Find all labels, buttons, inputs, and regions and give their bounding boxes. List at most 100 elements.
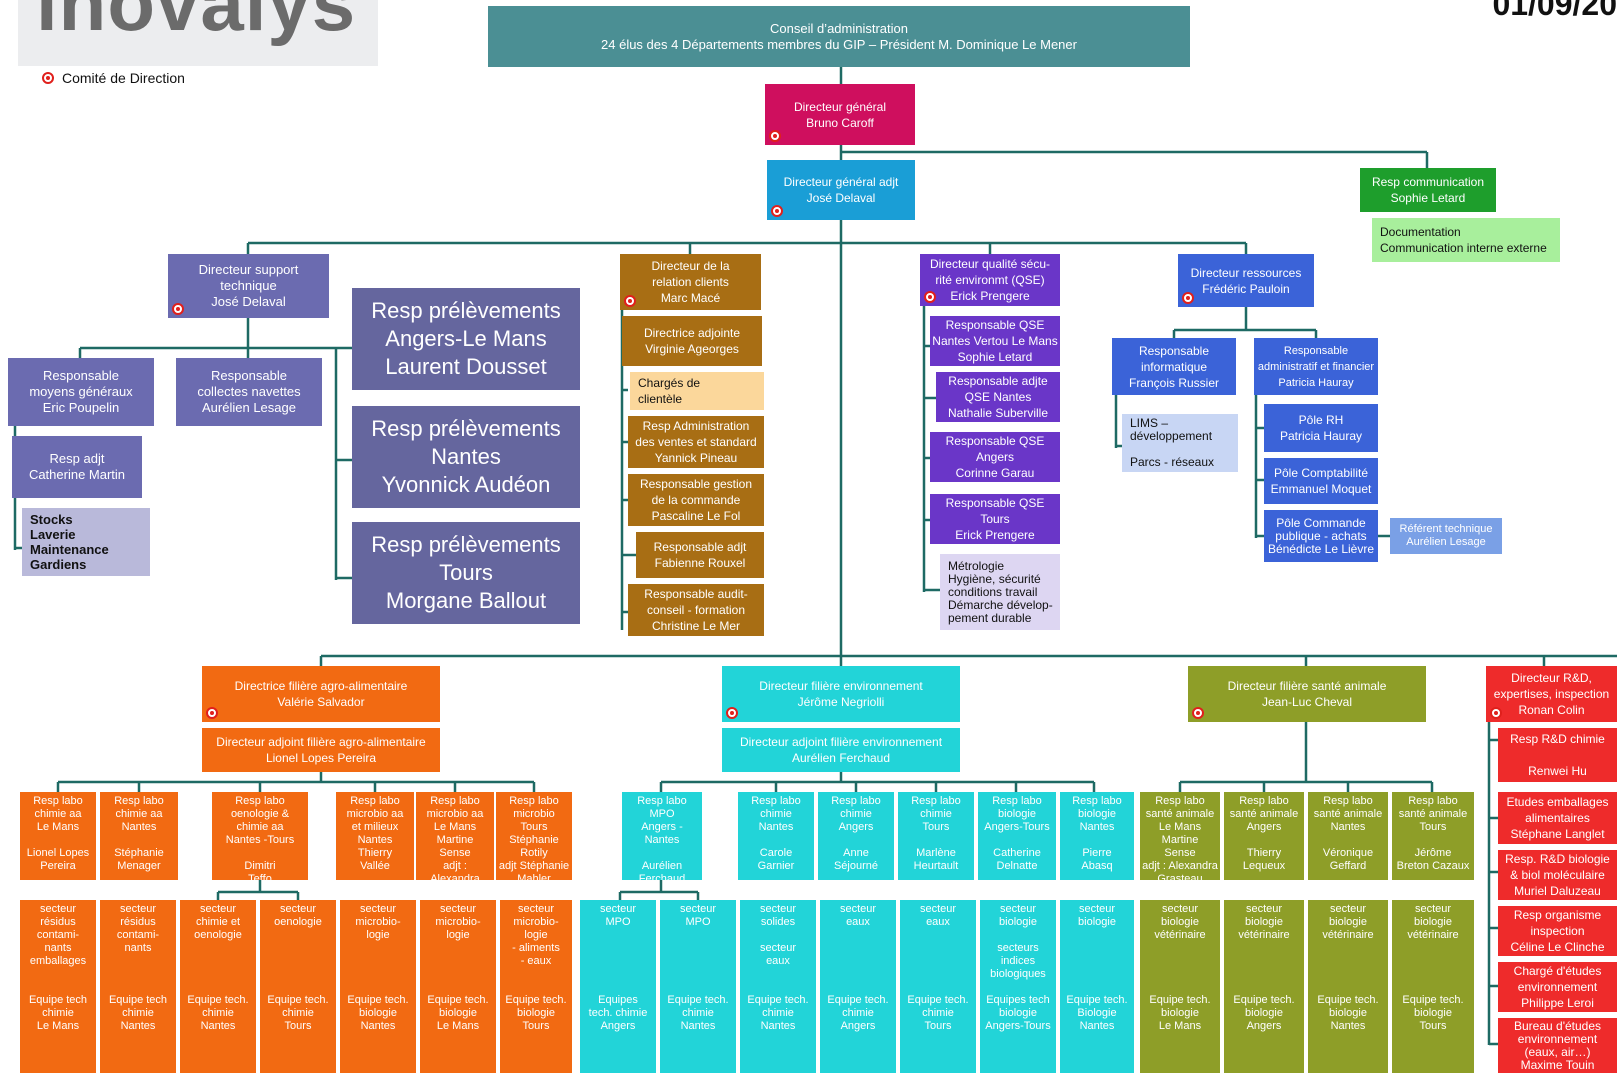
- qse-adjte-box: Responsable adjte QSE Nantes Nathalie Su…: [936, 372, 1060, 422]
- director-general-text: Directeur général Bruno Caroff: [793, 99, 887, 130]
- committee-marker-icon: [42, 72, 54, 84]
- agro-director-box: Directrice filière agro-alimentaire Valé…: [202, 666, 440, 722]
- committee-marker-icon: [1192, 707, 1204, 719]
- env-lab-2: Resp labo chimie Nantes Carole Garnier: [738, 792, 814, 880]
- agro-secteur-1: secteur résidus contami- nants emballage…: [20, 900, 96, 1073]
- relation-director-box: Directeur de la relation clients Marc Ma…: [620, 254, 761, 310]
- pole-commande-box: Pôle Commande publique - achats Bénédict…: [1264, 510, 1378, 562]
- env-secteur-2: secteur MPO Equipe tech. chimie Nantes: [660, 900, 736, 1073]
- agro-lab-6: Resp labo microbio Tours Stéphanie Rotil…: [496, 792, 572, 880]
- rnd-director-box: Directeur R&D, expertises, inspection Ro…: [1486, 666, 1617, 722]
- agro-secteur-5: secteur microbio- logie Equipe tech. bio…: [340, 900, 416, 1073]
- agro-secteur-6: secteur microbio- logie Equipe tech. bio…: [420, 900, 496, 1073]
- sante-lab-3: Resp labo santé animale Nantes Véronique…: [1308, 792, 1388, 880]
- resources-director-text: Directeur ressources Frédéric Pauloin: [1190, 265, 1302, 296]
- support-director-box: Directeur support technique José Delaval: [168, 254, 329, 318]
- rnd-director-text: Directeur R&D, expertises, inspection Ro…: [1493, 671, 1610, 717]
- env-secteur-4: secteur eaux Equipe tech. chimie Angers: [820, 900, 896, 1073]
- documentation-box: Documentation Communication interne exte…: [1372, 218, 1560, 262]
- agro-secteur-7: secteur microbio- logie - aliments - eau…: [500, 900, 572, 1073]
- env-lab-1: Resp labo MPO Angers - Nantes Aurélien F…: [622, 792, 702, 880]
- lims-box: LIMS – développement Parcs - réseaux: [1122, 414, 1238, 472]
- charges-clientele-box: Chargés de clientèle: [630, 372, 764, 410]
- relation-adjointe-box: Directrice adjointe Virginie Ageorges: [622, 316, 762, 366]
- agro-lab-2: Resp labo chimie aa Nantes Stéphanie Men…: [100, 792, 178, 880]
- env-lab-3: Resp labo chimie Angers Anne Séjourné: [818, 792, 894, 880]
- agro-adjoint-box: Directeur adjoint filière agro-alimentai…: [202, 728, 440, 772]
- admin-financier-box: Responsable administratif et financier P…: [1254, 338, 1378, 395]
- env-secteur-7: secteur biologie Equipe tech. Biologie N…: [1060, 900, 1134, 1073]
- env-secteur-6: secteur biologie secteurs indices biolog…: [980, 900, 1056, 1073]
- pole-rh-box: Pôle RH Patricia Hauray: [1264, 404, 1378, 452]
- rnd-environnement-box: Chargé d'études environnement Philippe L…: [1498, 962, 1617, 1012]
- referent-technique-box: Référent technique Aurélien Lesage: [1390, 518, 1502, 554]
- env-secteur-5: secteur eaux Equipe tech. chimie Tours: [900, 900, 976, 1073]
- prelevements-angers-box: Resp prélèvements Angers-Le Mans Laurent…: [352, 288, 580, 390]
- legend: Comité de Direction: [42, 70, 185, 86]
- communication-box: Resp communication Sophie Letard: [1360, 168, 1496, 212]
- qse-director-text: Directeur qualité sécu- rité environmt (…: [929, 257, 1051, 303]
- deputy-director-text: Directeur général adjt José Delaval: [783, 175, 899, 205]
- deputy-director-box: Directeur général adjt José Delaval: [767, 160, 915, 220]
- sante-director-box: Directeur filière santé animale Jean-Luc…: [1188, 666, 1426, 722]
- rnd-inspection-box: Resp organisme inspection Céline Le Clin…: [1498, 906, 1617, 956]
- committee-marker-icon: [726, 707, 738, 719]
- collectes-box: Responsable collectes navettes Aurélien …: [176, 358, 322, 426]
- agro-secteur-2: secteur résidus contami- nants Equipe te…: [100, 900, 176, 1073]
- rnd-bureau-box: Bureau d'études environnement (eaux, air…: [1498, 1018, 1617, 1073]
- admin-ventes-box: Resp Administration des ventes et standa…: [628, 416, 764, 468]
- committee-marker-icon: [769, 130, 781, 142]
- prelevements-nantes-box: Resp prélèvements Nantes Yvonnick Audéon: [352, 406, 580, 508]
- chart-date: 01/09/20: [1492, 0, 1617, 22]
- sante-secteur-2: secteur biologie vétérinaire Equipe tech…: [1224, 900, 1304, 1073]
- legend-label: Comité de Direction: [62, 70, 185, 86]
- sante-secteur-1: secteur biologie vétérinaire Equipe tech…: [1140, 900, 1220, 1073]
- gestion-commande-box: Responsable gestion de la commande Pasca…: [628, 474, 764, 526]
- stocks-box: Stocks Laverie Maintenance Gardiens: [22, 508, 150, 576]
- qse-angers-box: Responsable QSE Angers Corinne Garau: [930, 432, 1060, 482]
- sante-director-text: Directeur filière santé animale Jean-Luc…: [1227, 679, 1387, 709]
- relation-adjt-box: Responsable adjt Fabienne Rouxel: [636, 532, 764, 578]
- logo-background: [18, 0, 378, 66]
- informatique-box: Responsable informatique François Russie…: [1112, 338, 1236, 395]
- director-general-box: Directeur général Bruno Caroff: [765, 84, 915, 145]
- env-secteur-3: secteur solides secteur eaux Equipe tech…: [740, 900, 816, 1073]
- committee-marker-icon: [1490, 707, 1502, 719]
- env-lab-5: Resp labo biologie Angers-Tours Catherin…: [978, 792, 1056, 880]
- resources-director-box: Directeur ressources Frédéric Pauloin: [1178, 254, 1314, 307]
- agro-secteur-3: secteur chimie et oenologie Equipe tech.…: [180, 900, 256, 1073]
- sante-lab-2: Resp labo santé animale Angers Thierry L…: [1224, 792, 1304, 880]
- support-director-text: Directeur support technique José Delaval: [198, 262, 299, 309]
- prelevements-tours-box: Resp prélèvements Tours Morgane Ballout: [352, 522, 580, 624]
- relation-director-text: Directeur de la relation clients Marc Ma…: [651, 259, 730, 305]
- env-director-text: Directeur filière environnement Jérôme N…: [759, 679, 923, 709]
- agro-secteur-4: secteur oenologie Equipe tech. chimie To…: [260, 900, 336, 1073]
- env-secteur-1: secteur MPO Equipes tech. chimie Angers: [580, 900, 656, 1073]
- committee-marker-icon: [924, 291, 936, 303]
- sante-secteur-4: secteur biologie vétérinaire Equipe tech…: [1392, 900, 1474, 1073]
- sante-lab-4: Resp labo santé animale Tours Jérôme Bre…: [1392, 792, 1474, 880]
- committee-marker-icon: [172, 303, 184, 315]
- sante-secteur-3: secteur biologie vétérinaire Equipe tech…: [1308, 900, 1388, 1073]
- committee-marker-icon: [1182, 292, 1194, 304]
- metrologie-box: Métrologie Hygiène, sécurité conditions …: [940, 554, 1060, 630]
- committee-marker-icon: [206, 707, 218, 719]
- env-adjoint-box: Directeur adjoint filière environnement …: [722, 728, 960, 772]
- env-director-box: Directeur filière environnement Jérôme N…: [722, 666, 960, 722]
- agro-director-text: Directrice filière agro-alimentaire Valé…: [234, 679, 408, 709]
- sante-lab-1: Resp labo santé animale Le Mans Martine …: [1140, 792, 1220, 880]
- qse-director-box: Directeur qualité sécu- rité environmt (…: [920, 254, 1060, 306]
- agro-lab-5: Resp labo microbio aa Le Mans Martine Se…: [416, 792, 494, 880]
- inovalys-logo: inovalys: [36, 0, 357, 47]
- rnd-biologie-box: Resp. R&D biologie & biol moléculaire Mu…: [1498, 850, 1617, 900]
- audit-conseil-box: Responsable audit- conseil - formation C…: [628, 584, 764, 636]
- board-box: Conseil d’administration 24 élus des 4 D…: [488, 6, 1190, 67]
- env-lab-6: Resp labo biologie Nantes Pierre Abasq: [1060, 792, 1134, 880]
- pole-comptabilite-box: Pôle Comptabilité Emmanuel Moquet: [1264, 458, 1378, 504]
- qse-tours-box: Responsable QSE Tours Erick Prengere: [930, 494, 1060, 544]
- resp-adjt-box: Resp adjt Catherine Martin: [12, 436, 142, 498]
- rnd-chimie-box: Resp R&D chimie Renwei Hu: [1498, 728, 1617, 782]
- agro-lab-1: Resp labo chimie aa Le Mans Lionel Lopes…: [20, 792, 96, 880]
- env-lab-4: Resp labo chimie Tours Marlène Heurtault: [898, 792, 974, 880]
